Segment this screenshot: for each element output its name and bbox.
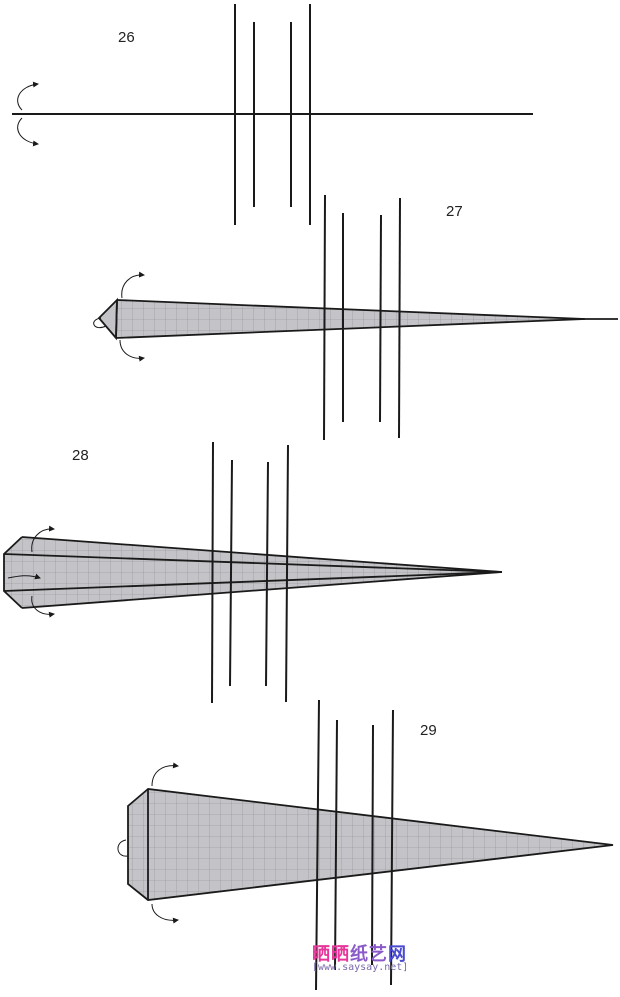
legs xyxy=(323,194,401,441)
step-number-28: 28 xyxy=(72,447,89,464)
legs xyxy=(234,4,311,225)
rotate-arrow-icon xyxy=(117,762,179,924)
step-28-figure xyxy=(3,441,503,704)
step-number-26: 26 xyxy=(118,29,135,46)
watermark-logo: 晒晒纸艺网 xyxy=(312,940,407,966)
watermark-url: [www.saysay.net] xyxy=(312,962,409,973)
rotate-arrow-icon xyxy=(17,81,39,147)
legs xyxy=(315,699,394,991)
watermark-char: 晒 xyxy=(331,944,350,965)
legs xyxy=(211,441,289,704)
rotate-arrow-icon xyxy=(7,525,55,618)
watermark-char: 网 xyxy=(388,944,407,965)
step-number-29: 29 xyxy=(420,722,437,739)
step-29-figure xyxy=(117,699,614,991)
step-26-figure xyxy=(12,4,533,225)
watermark-char: 纸 xyxy=(350,944,369,965)
watermark-char: 晒 xyxy=(312,944,331,965)
watermark-char: 艺 xyxy=(369,944,388,965)
step-number-27: 27 xyxy=(446,203,463,220)
rotate-arrow-icon xyxy=(93,271,145,362)
step-27-figure xyxy=(93,194,618,441)
